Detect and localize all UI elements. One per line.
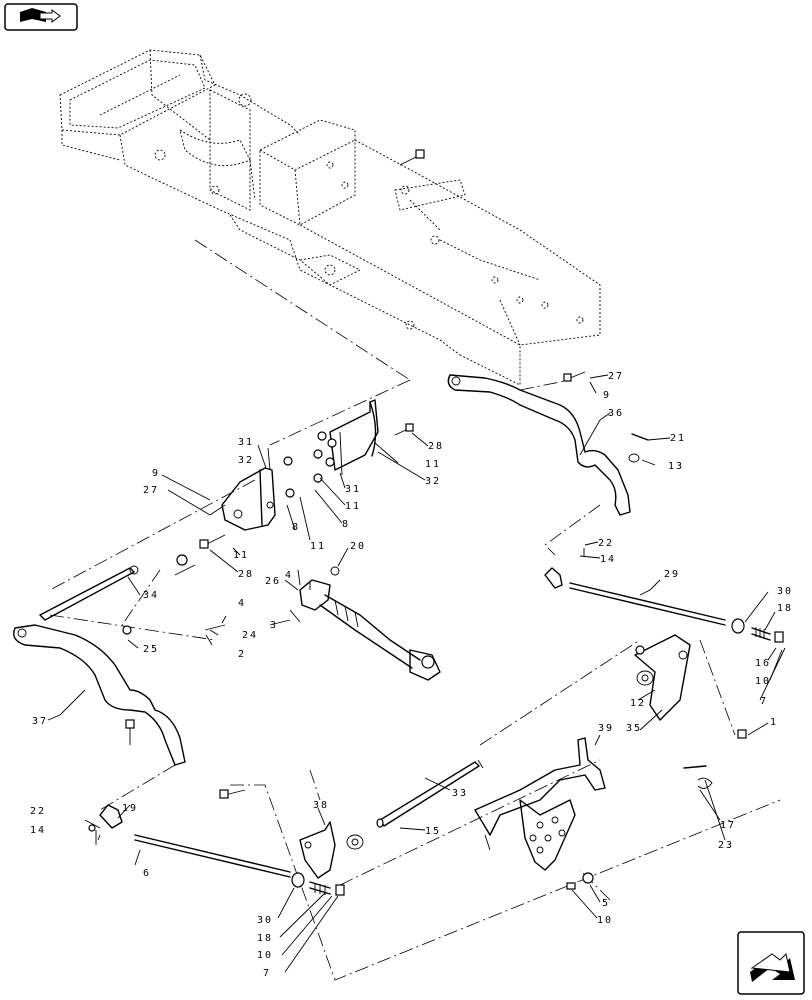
callout-12: 12 [630,698,646,709]
callout-18: 18 [777,603,793,614]
link-rod-37 [13,624,186,766]
callout-30: 30 [257,915,273,926]
callout-11: 11 [233,550,249,561]
chassis-frame [59,49,601,386]
callout-26: 26 [265,576,281,587]
callout-24: 24 [242,630,258,641]
callout-20: 20 [350,541,366,552]
callout-38: 38 [313,800,329,811]
callout-2: 2 [238,649,246,660]
callout-34: 34 [143,590,159,601]
callout-15: 15 [425,826,441,837]
callout-28: 28 [238,569,254,580]
callout-27: 27 [143,485,159,496]
bracket-38 [299,821,364,879]
drive-shaft [289,569,441,681]
next-page-arrow-icon[interactable] [737,931,805,995]
callout-14: 14 [600,554,616,565]
pedal-assembly-39 [474,737,606,871]
threaded-rod-29 [544,548,784,643]
callout-3: 3 [270,620,278,631]
callout-31: 31 [238,437,254,448]
hardware [122,371,649,799]
bracket-left [221,467,276,531]
callout-7: 7 [760,696,768,707]
callout-31: 31 [345,484,361,495]
callout-1: 1 [770,717,778,728]
callout-17: 17 [720,820,736,831]
callout-7: 7 [263,968,271,979]
shaft-33 [376,759,484,828]
callout-30: 30 [777,586,793,597]
callout-11: 11 [310,541,326,552]
callout-13: 13 [668,461,684,472]
callout-23: 23 [718,840,734,851]
callout-32: 32 [425,476,441,487]
callout-6: 6 [143,868,151,879]
callout-9: 9 [603,390,611,401]
callout-labels: 27 9 36 21 13 28 11 32 31 11 8 31 32 9 2… [30,371,793,979]
leader-lines [47,374,786,973]
callout-9: 9 [152,468,160,479]
book-arrow-icon[interactable] [4,3,78,31]
pin-17-23 [683,765,713,789]
callout-22: 22 [30,806,46,817]
callout-37: 37 [32,716,48,727]
callout-29: 29 [664,569,680,580]
callout-32: 32 [238,455,254,466]
callout-18: 18 [257,933,273,944]
callout-33: 33 [452,788,468,799]
bracket-35 [634,634,747,739]
callout-5: 5 [602,898,610,909]
callout-39: 39 [598,723,614,734]
bracket-right [329,399,379,476]
rod-34 [39,565,139,621]
callout-27: 27 [608,371,624,382]
callout-35: 35 [626,723,642,734]
callout-10: 10 [597,915,613,926]
callout-22: 22 [598,538,614,549]
callout-4: 4 [285,570,293,581]
threaded-rod-6 [88,804,345,896]
link-rod-36 [447,374,631,516]
callout-28: 28 [428,441,444,452]
callout-14: 14 [30,825,46,836]
callout-10: 10 [257,950,273,961]
callout-11: 11 [425,459,441,470]
callout-19: 19 [122,803,138,814]
callout-10: 10 [755,676,771,687]
callout-11: 11 [345,501,361,512]
callout-8: 8 [342,519,350,530]
callout-25: 25 [143,644,159,655]
callout-21: 21 [670,433,686,444]
callout-4: 4 [238,598,246,609]
callout-36: 36 [608,408,624,419]
callout-8: 8 [292,522,300,533]
phantom-lines [49,239,781,981]
callout-16: 16 [755,658,771,669]
pedal-hardware [566,872,594,890]
